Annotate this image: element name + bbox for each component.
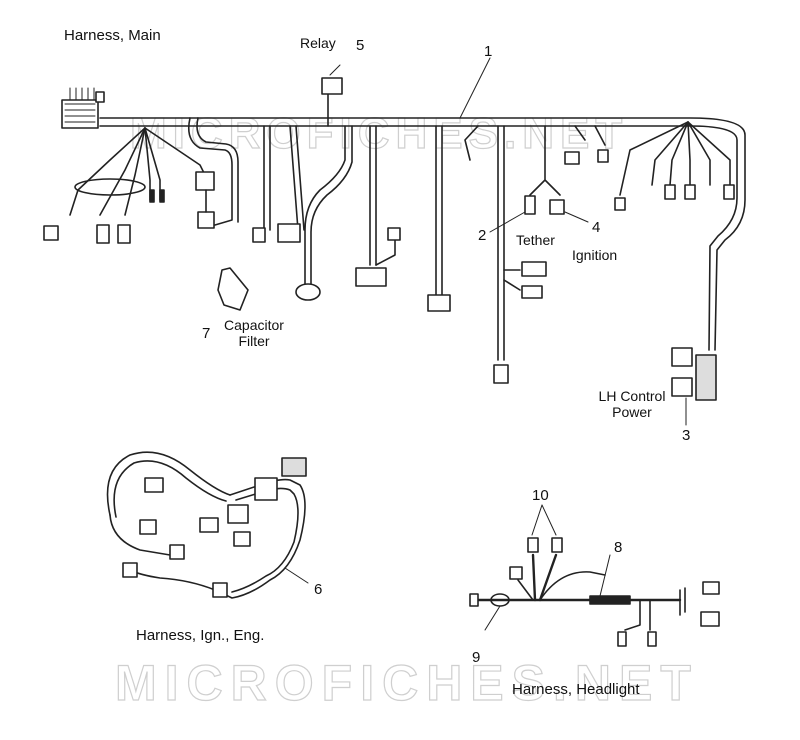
part-number-9: 9 (472, 649, 481, 666)
part-number-10: 10 (532, 487, 549, 504)
part-number-2: 2 (478, 227, 487, 244)
title-headlight-harness: Harness, Headlight (512, 681, 640, 698)
capacitor-line1: Capacitor (224, 317, 284, 333)
part-number-3: 3 (682, 427, 691, 444)
headlight-harness (469, 504, 720, 647)
part-label-capacitor-filter: Capacitor Filter (218, 317, 290, 349)
part-label-relay: Relay (300, 35, 336, 51)
part-number-1: 1 (484, 43, 493, 60)
title-main-harness: Harness, Main (64, 27, 161, 44)
part-label-tether: Tether (516, 232, 555, 248)
capacitor-line2: Filter (238, 333, 270, 349)
ign-eng-harness (106, 451, 309, 599)
part-number-5: 5 (356, 37, 365, 54)
main-harness (43, 57, 746, 426)
title-ign-eng-harness: Harness, Ign., Eng. (136, 627, 265, 644)
part-number-7: 7 (202, 325, 211, 342)
lh-control-line1: LH Control (598, 388, 666, 404)
part-number-4: 4 (592, 219, 601, 236)
lh-control-line2: Power (612, 404, 652, 420)
part-number-8: 8 (614, 539, 623, 556)
watermark-top: MICROFICHES.NET (130, 109, 628, 158)
watermark-bottom: MICROFICHES.NET (115, 655, 699, 711)
part-number-6: 6 (314, 581, 323, 598)
part-label-lh-control-power: LH Control Power (582, 388, 682, 420)
part-label-ignition: Ignition (572, 247, 618, 263)
